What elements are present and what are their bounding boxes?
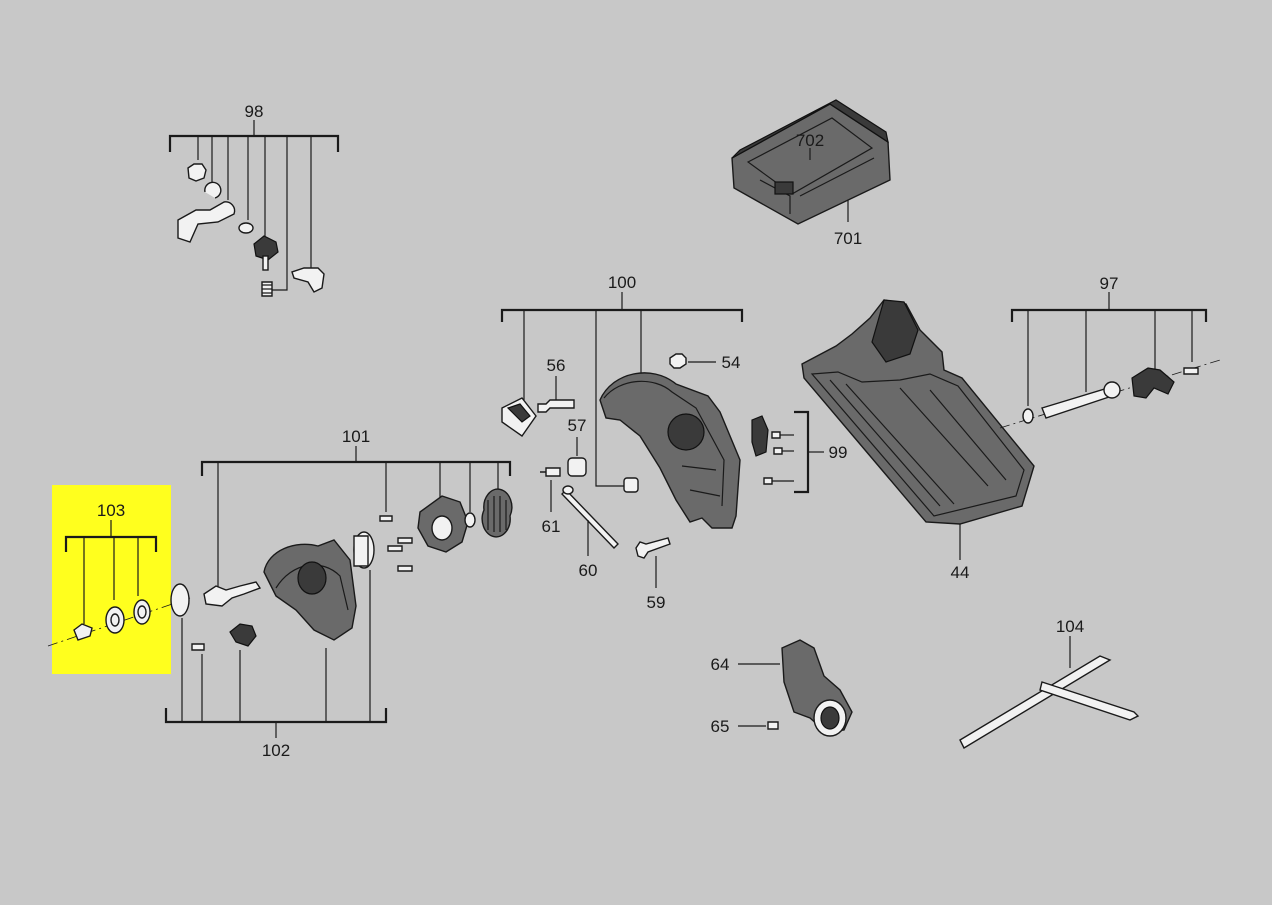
label-65: 65 (711, 717, 730, 736)
screw-99b-icon (773, 447, 783, 455)
label-102: 102 (262, 741, 290, 760)
base-plate-icon (801, 299, 1035, 525)
group-98[interactable]: 98 (168, 102, 340, 297)
lever-102-icon (229, 623, 257, 647)
screw-101c-icon (397, 537, 413, 544)
part-65[interactable]: 65 (711, 717, 779, 736)
rod-60-icon (561, 489, 619, 549)
screw-65-icon (767, 721, 779, 730)
label-64: 64 (711, 655, 730, 674)
label-104: 104 (1056, 617, 1084, 636)
label-97: 97 (1100, 274, 1119, 293)
edge-guide-icon (959, 655, 1112, 749)
upper-guard-icon (599, 372, 741, 529)
part-104[interactable]: 104 (959, 617, 1140, 749)
bolt-59-icon (635, 537, 671, 559)
group-100[interactable]: 100 56 54 57 (500, 273, 744, 529)
spindle-icon (203, 581, 262, 607)
group-101[interactable]: 101 (200, 427, 513, 607)
screw-101d-icon (397, 565, 413, 572)
label-60: 60 (579, 561, 598, 580)
screw-102-icon (191, 643, 205, 651)
part-60[interactable]: 60 (561, 485, 619, 580)
label-702: 702 (796, 131, 824, 150)
rod-97-icon (1041, 387, 1113, 419)
spacer-57-icon (567, 457, 587, 477)
label-101: 101 (342, 427, 370, 446)
label-98: 98 (245, 102, 264, 121)
label-99: 99 (829, 443, 848, 462)
lever-icon (177, 201, 236, 243)
screw-101a-icon (379, 515, 393, 522)
screw-97-icon (1183, 367, 1199, 375)
part-61[interactable]: 61 (540, 467, 561, 536)
label-56: 56 (547, 356, 566, 375)
screw-101b-icon (387, 545, 403, 552)
group-103[interactable]: 103 (47, 501, 191, 647)
screw-99a-icon (771, 431, 781, 439)
group-102[interactable]: 102 (164, 531, 388, 760)
washer-icon (238, 222, 254, 234)
screw-61-icon (540, 467, 561, 477)
snap-ring-icon[interactable] (170, 583, 190, 617)
group-97[interactable]: 97 (999, 274, 1221, 429)
label-100: 100 (608, 273, 636, 292)
nut-54-icon (669, 353, 687, 369)
spacer-100-icon (623, 477, 639, 493)
group-case[interactable]: 702 701 (731, 99, 891, 248)
group-99[interactable]: 99 (751, 410, 848, 494)
label-61: 61 (542, 517, 561, 536)
label-59: 59 (647, 593, 666, 612)
label-57: 57 (568, 416, 587, 435)
highlight-103[interactable] (52, 485, 171, 674)
label-54: 54 (722, 353, 741, 372)
bracket-plate-icon (751, 415, 769, 457)
part-59[interactable]: 59 (635, 537, 671, 612)
washer-101-icon (464, 512, 476, 528)
pin-icon (291, 267, 325, 293)
label-701: 701 (834, 229, 862, 248)
nut-icon (187, 163, 207, 182)
knob-icon (253, 235, 279, 261)
flange-bolt-icon (73, 623, 93, 641)
part-64[interactable]: 64 (711, 639, 853, 737)
clip-icon (204, 181, 222, 199)
label-44: 44 (951, 563, 970, 582)
washer-97-icon (1022, 408, 1034, 424)
lever-97-icon (1131, 367, 1175, 399)
label-103: 103 (97, 501, 125, 520)
gear-icon (481, 488, 513, 538)
screw-99c-icon (763, 477, 773, 485)
part-44[interactable]: 44 (801, 299, 1035, 582)
bolt-56-icon (537, 399, 575, 413)
